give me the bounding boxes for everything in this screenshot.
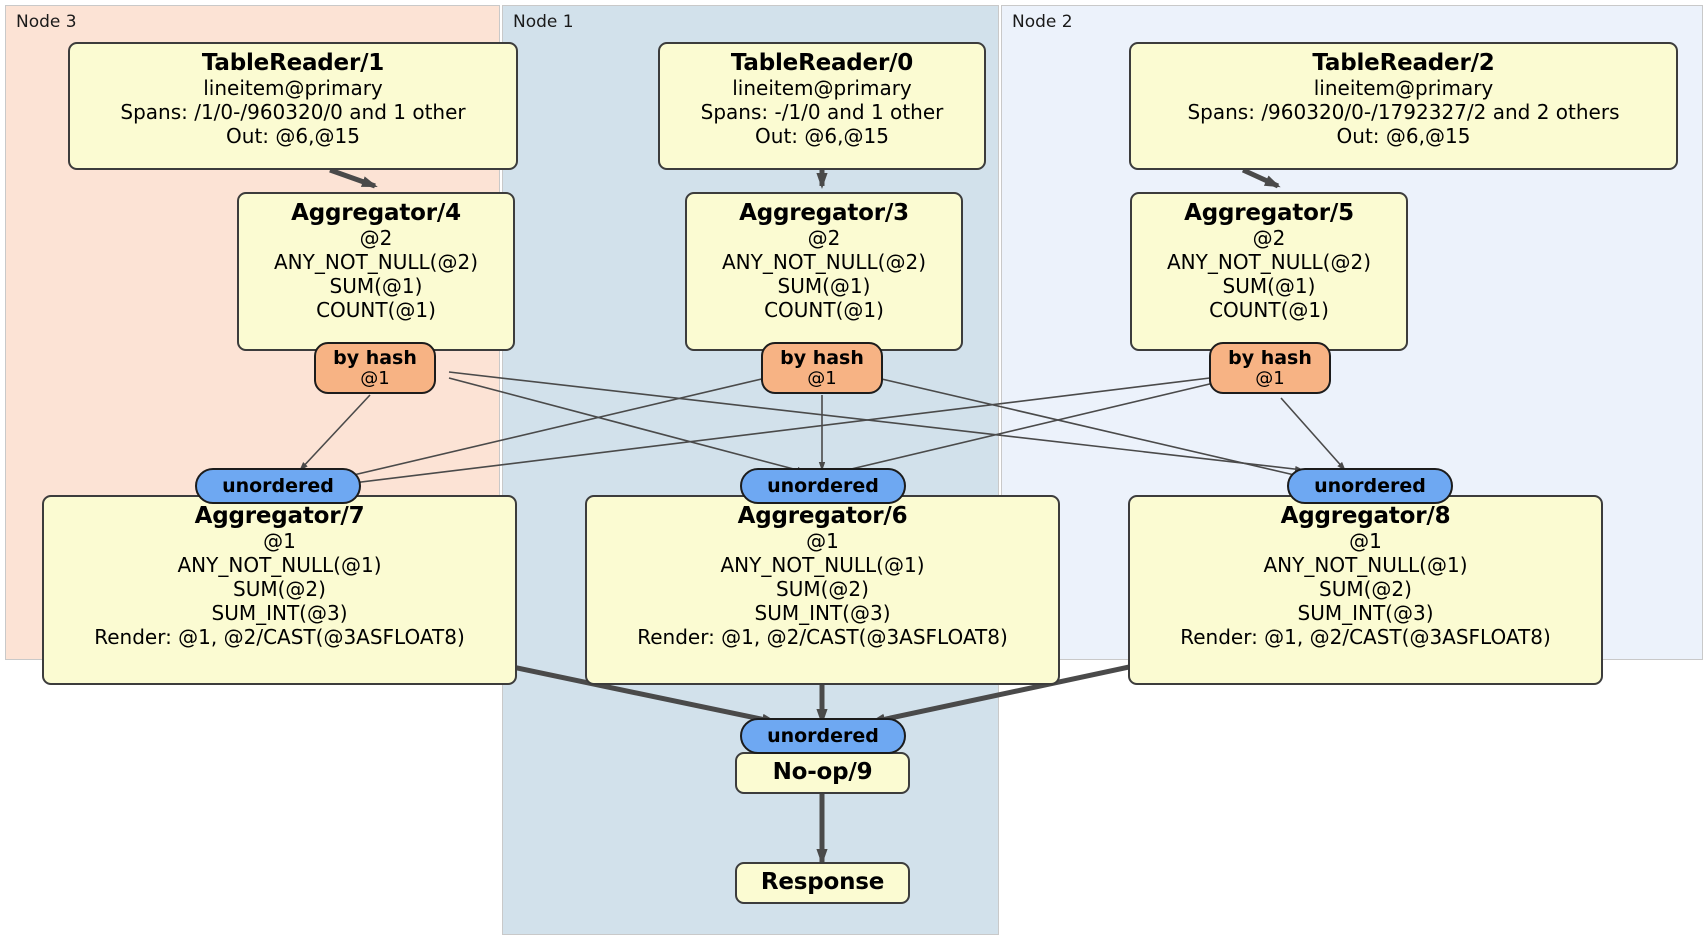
processor-title: TableReader/1	[201, 50, 385, 76]
processor-aggregator-3[interactable]: Aggregator/3 @2 ANY_NOT_NULL(@2) SUM(@1)…	[685, 192, 963, 351]
processor-detail-agg-2: COUNT(@1)	[316, 297, 436, 322]
processor-detail-agg-1: SUM(@2)	[233, 576, 326, 601]
node-label-node2: Node 2	[1012, 12, 1073, 32]
processor-detail-agg-0: ANY_NOT_NULL(@1)	[177, 553, 382, 578]
processor-detail-table: lineitem@primary	[203, 76, 383, 101]
processor-response[interactable]: Response	[735, 862, 910, 904]
processor-detail-out: Out: @6,@15	[1336, 123, 1471, 148]
router-unordered-center[interactable]: unordered	[740, 468, 906, 504]
router-label: unordered	[767, 724, 879, 747]
processor-aggregator-7[interactable]: Aggregator/7 @1 ANY_NOT_NULL(@1) SUM(@2)…	[42, 495, 517, 685]
processor-title: Aggregator/4	[291, 200, 461, 226]
router-by-hash-right[interactable]: by hash @1	[1209, 342, 1331, 394]
processor-detail-out: Out: @6,@15	[226, 123, 360, 148]
router-sublabel: @1	[1255, 367, 1285, 389]
processor-aggregator-6[interactable]: Aggregator/6 @1 ANY_NOT_NULL(@1) SUM(@2)…	[585, 495, 1060, 685]
processor-detail-group: @1	[1349, 529, 1382, 554]
processor-no-op-9[interactable]: No-op/9	[735, 752, 910, 794]
router-unordered-final[interactable]: unordered	[740, 718, 906, 754]
router-label: unordered	[767, 474, 879, 497]
node-label-node3: Node 3	[16, 12, 77, 32]
router-label: unordered	[222, 474, 334, 497]
processor-detail-agg-2: COUNT(@1)	[764, 297, 884, 322]
processor-aggregator-4[interactable]: Aggregator/4 @2 ANY_NOT_NULL(@2) SUM(@1)…	[237, 192, 515, 351]
router-unordered-right[interactable]: unordered	[1287, 468, 1453, 504]
processor-detail-agg-1: SUM(@1)	[329, 273, 423, 298]
router-sublabel: @1	[807, 367, 837, 389]
processor-detail-table: lineitem@primary	[1313, 76, 1494, 101]
processor-detail-agg-0: ANY_NOT_NULL(@1)	[720, 553, 925, 578]
processor-detail-group: @1	[806, 529, 839, 554]
node-label-node1: Node 1	[513, 12, 574, 32]
processor-detail-agg-1: SUM(@1)	[1222, 273, 1316, 298]
router-sublabel: @1	[360, 367, 390, 389]
processor-detail-render: Render: @1, @2/CAST(@3ASFLOAT8)	[94, 624, 465, 649]
processor-detail-render: Render: @1, @2/CAST(@3ASFLOAT8)	[1180, 624, 1551, 649]
processor-title: TableReader/2	[1312, 50, 1495, 76]
processor-detail-spans: Spans: /1/0-/960320/0 and 1 other	[120, 100, 466, 125]
router-label: unordered	[1314, 474, 1426, 497]
router-unordered-left[interactable]: unordered	[195, 468, 361, 504]
processor-detail-agg-2: SUM_INT(@3)	[754, 600, 891, 625]
processor-detail-group: @2	[1252, 226, 1286, 251]
processor-detail-agg-0: ANY_NOT_NULL(@2)	[274, 250, 478, 275]
processor-detail-group: @2	[359, 226, 393, 251]
processor-detail-group: @1	[263, 529, 296, 554]
processor-title: Aggregator/8	[1280, 503, 1451, 529]
processor-detail-agg-1: SUM(@2)	[776, 576, 869, 601]
processor-title: Aggregator/3	[739, 200, 909, 226]
router-by-hash-center[interactable]: by hash @1	[761, 342, 883, 394]
processor-detail-agg-2: COUNT(@1)	[1209, 297, 1329, 322]
processor-table-reader-1[interactable]: TableReader/1 lineitem@primary Spans: /1…	[68, 42, 518, 170]
processor-detail-spans: Spans: -/1/0 and 1 other	[700, 100, 944, 125]
processor-detail-agg-1: SUM(@2)	[1319, 576, 1412, 601]
processor-detail-agg-1: SUM(@1)	[777, 273, 871, 298]
router-label: by hash	[333, 347, 417, 369]
processor-detail-agg-0: ANY_NOT_NULL(@2)	[722, 250, 926, 275]
processor-detail-agg-2: SUM_INT(@3)	[211, 600, 348, 625]
processor-table-reader-2[interactable]: TableReader/2 lineitem@primary Spans: /9…	[1129, 42, 1678, 170]
processor-detail-table: lineitem@primary	[732, 76, 912, 101]
processor-detail-render: Render: @1, @2/CAST(@3ASFLOAT8)	[637, 624, 1008, 649]
processor-table-reader-0[interactable]: TableReader/0 lineitem@primary Spans: -/…	[658, 42, 986, 170]
processor-aggregator-8[interactable]: Aggregator/8 @1 ANY_NOT_NULL(@1) SUM(@2)…	[1128, 495, 1603, 685]
processor-detail-agg-2: SUM_INT(@3)	[1297, 600, 1434, 625]
processor-title: Aggregator/7	[194, 503, 365, 529]
processor-title: Response	[760, 869, 885, 896]
processor-title: TableReader/0	[730, 50, 914, 76]
router-label: by hash	[780, 347, 864, 369]
processor-detail-group: @2	[807, 226, 841, 251]
processor-detail-agg-0: ANY_NOT_NULL(@2)	[1167, 250, 1371, 275]
router-by-hash-left[interactable]: by hash @1	[314, 342, 436, 394]
router-label: by hash	[1228, 347, 1312, 369]
processor-aggregator-5[interactable]: Aggregator/5 @2 ANY_NOT_NULL(@2) SUM(@1)…	[1130, 192, 1408, 351]
processor-detail-out: Out: @6,@15	[755, 123, 889, 148]
processor-title: Aggregator/5	[1184, 200, 1354, 226]
processor-detail-agg-0: ANY_NOT_NULL(@1)	[1263, 553, 1468, 578]
processor-title: Aggregator/6	[737, 503, 908, 529]
processor-title: No-op/9	[772, 759, 873, 786]
processor-detail-spans: Spans: /960320/0-/1792327/2 and 2 others	[1187, 100, 1620, 125]
